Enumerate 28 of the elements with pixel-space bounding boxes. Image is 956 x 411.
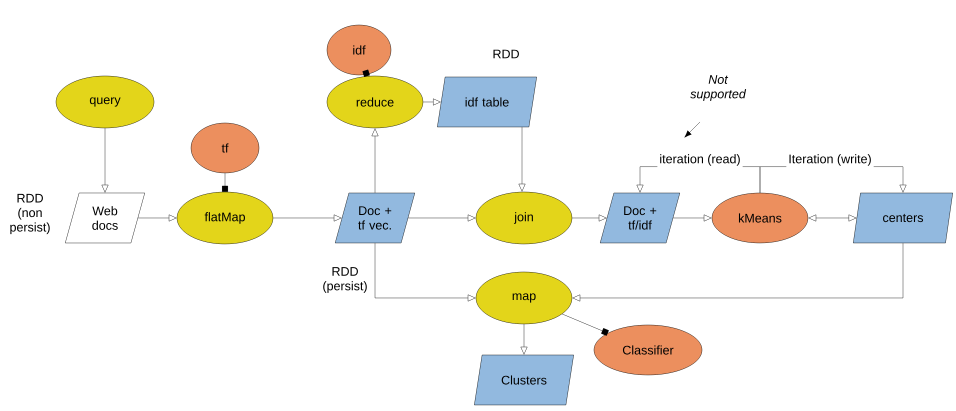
data-parallelogram: Web docs (65, 192, 145, 244)
arrow (362, 70, 370, 77)
arrow (572, 243, 904, 302)
data-parallelogram: centers (853, 192, 953, 244)
arrow (138, 214, 176, 222)
data-parallelogram: Doc + tf/idf (600, 192, 680, 244)
side-note: RDD (persist) (323, 267, 367, 293)
arrow (102, 128, 108, 192)
arrow (808, 214, 856, 222)
arrow (562, 314, 609, 336)
arrow (374, 243, 476, 302)
arrow (518, 127, 526, 192)
note: Not supported (690, 75, 746, 101)
arrow (372, 128, 378, 193)
data-parallelogram: Clusters (474, 354, 574, 406)
data-parallelogram: Doc + tf vec. (334, 192, 416, 244)
arrow (673, 214, 712, 222)
data-parallelogram: idf table (437, 76, 537, 128)
arrow (423, 98, 441, 106)
arrow (572, 214, 607, 222)
side-note: RDD (493, 50, 519, 58)
side-note: RDD (non persist) (10, 194, 50, 234)
edge-label: Iteration (write) (789, 154, 871, 166)
arrow (273, 214, 342, 222)
edge-label: iteration (read) (660, 154, 740, 166)
arrow (222, 173, 228, 192)
arrow (520, 324, 528, 354)
arrow (408, 214, 476, 222)
